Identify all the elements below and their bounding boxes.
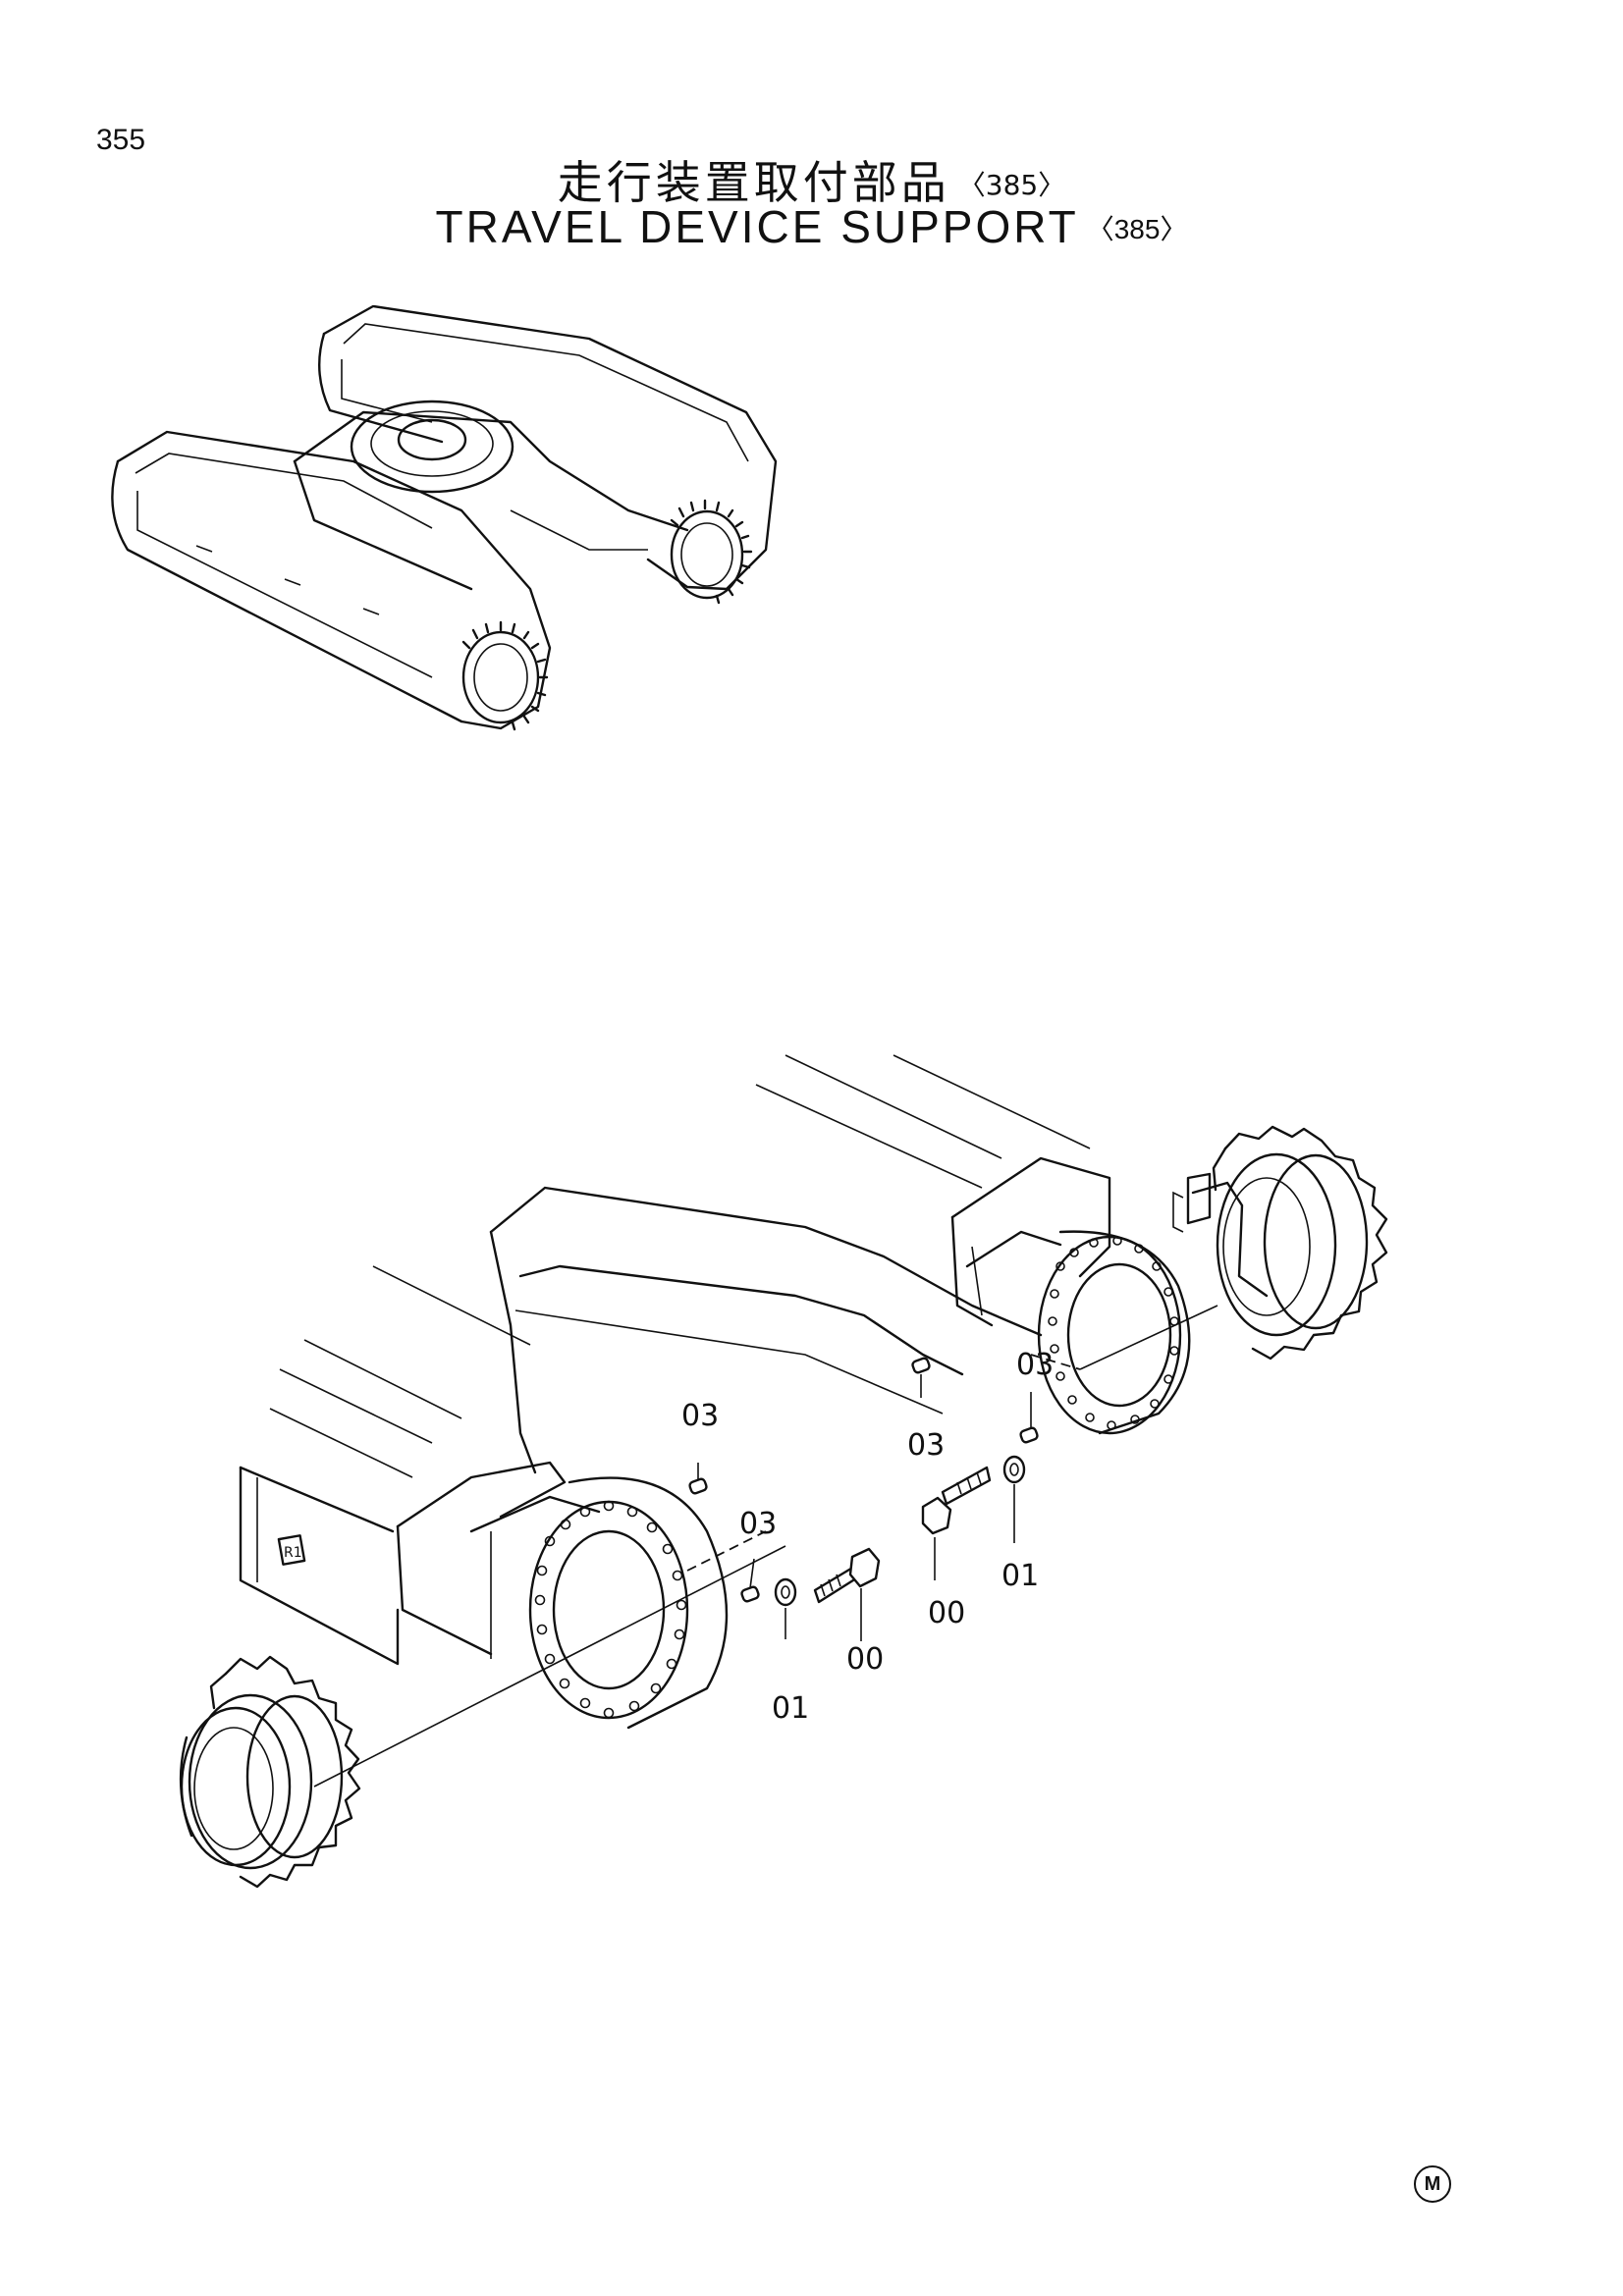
callout-03: 03 — [907, 1428, 945, 1463]
identification-plate — [277, 1534, 306, 1566]
track-frame-exploded-view: R1 — [179, 1054, 1388, 1889]
title-jp-ref: 〈385〉 — [957, 169, 1066, 201]
callout-01: 01 — [1001, 1559, 1039, 1593]
washer-part-01 — [1002, 1455, 1026, 1484]
pin-part-03 — [740, 1585, 760, 1603]
swing-bearing-icon — [350, 400, 514, 494]
front-mounting-drum — [528, 1476, 767, 1730]
pin-part-03 — [911, 1357, 931, 1374]
title-japanese: 走行装置取付部品〈385〉 — [0, 147, 1623, 212]
callout-03: 03 — [681, 1399, 719, 1433]
callout-01: 01 — [772, 1691, 809, 1726]
bolt-part-00 — [813, 1547, 881, 1604]
sprocket-small-rear-icon — [670, 499, 753, 605]
corner-m-mark: M — [1414, 2165, 1451, 2203]
callout-03: 03 — [739, 1507, 777, 1541]
front-sprocket-icon — [179, 1545, 786, 1889]
pin-part-03 — [688, 1477, 708, 1495]
undercarriage-overview — [111, 304, 778, 731]
callout-03: 03 — [1016, 1348, 1054, 1382]
washer-part-01 — [774, 1577, 797, 1607]
plate-marking: R1 — [284, 1545, 302, 1561]
rear-sprocket-icon — [1079, 1125, 1388, 1370]
page-number: 355 — [96, 124, 146, 156]
title-english: TRAVEL DEVICE SUPPORT〈385〉 — [0, 200, 1623, 253]
title-en-ref: 〈385〉 — [1086, 214, 1188, 244]
sprocket-small-front-icon — [461, 620, 549, 731]
title-en-text: TRAVEL DEVICE SUPPORT — [435, 201, 1079, 252]
callout-00: 00 — [928, 1596, 965, 1630]
title-jp-text: 走行装置取付部品 — [557, 156, 950, 209]
rear-mounting-drum — [1030, 1230, 1191, 1435]
bolt-part-00 — [921, 1466, 992, 1535]
pin-part-03 — [1019, 1426, 1039, 1444]
callout-00: 00 — [846, 1642, 884, 1677]
